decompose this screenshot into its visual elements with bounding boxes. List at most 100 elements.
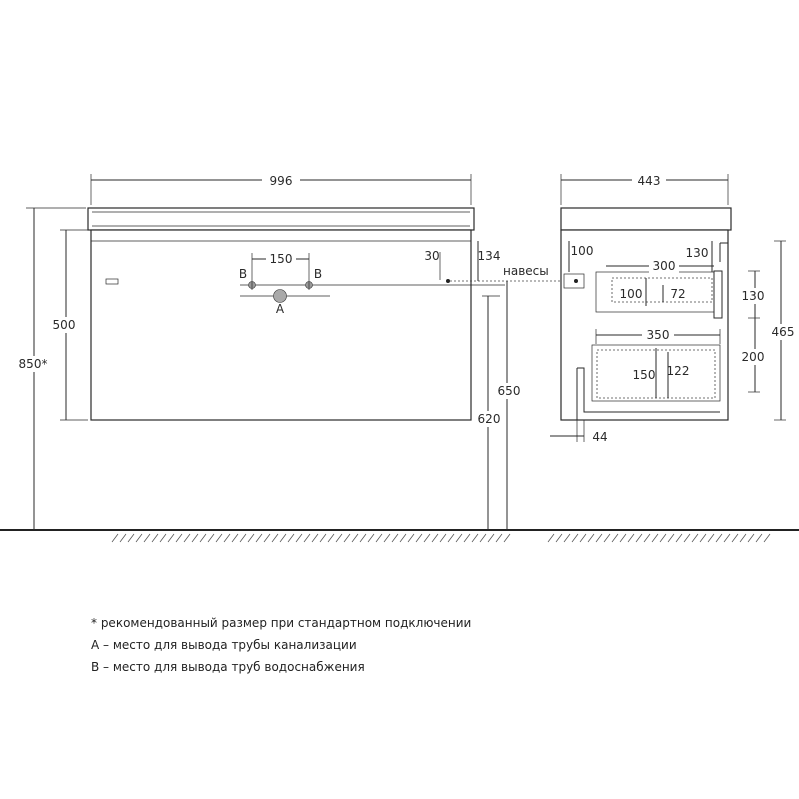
floor-hatch-stroke [763, 533, 771, 543]
floor-hatch-stroke [343, 533, 351, 543]
floor-hatch-stroke [603, 533, 611, 543]
front-countertop [87, 207, 475, 231]
floor-hatch-stroke [415, 533, 423, 543]
floor-hatch-stroke [167, 533, 175, 543]
floor-hatch-stroke [555, 533, 563, 543]
floor-hatch-stroke [391, 533, 399, 543]
dim-upper-drawer-inner: 72 [670, 287, 685, 301]
dim-upper-drawer-front: 130 [742, 289, 765, 303]
floor-hatch-stroke [311, 533, 319, 543]
front-view: 996 850* 500 150 B B A 30 134 навесы 650 [16, 172, 570, 530]
hinge-point-front [446, 279, 450, 283]
floor-hatch-stroke [359, 533, 367, 543]
floor-hatch-stroke [455, 533, 463, 543]
floor-hatch-stroke [699, 533, 707, 543]
floor-hatch-stroke [643, 533, 651, 543]
floor-hatch-stroke [215, 533, 223, 543]
label-hinges: навесы [503, 264, 549, 278]
dim-bottom-offset: 44 [592, 430, 607, 444]
dim-body-500: 500 [53, 318, 76, 332]
floor-hatch-stroke [327, 533, 335, 543]
floor-hatch-stroke [191, 533, 199, 543]
dim-upper-drawer-height: 100 [620, 287, 643, 301]
upper-drawer-front [713, 270, 723, 319]
floor-hatch-stroke [247, 533, 255, 543]
floor-hatch-stroke [223, 533, 231, 543]
floor-hatch-stroke [587, 533, 595, 543]
floor-hatch-stroke [755, 533, 763, 543]
dim-floor-to-hinge: 650 [498, 384, 521, 398]
lower-drawer [591, 344, 721, 402]
floor-hatch-stroke [295, 533, 303, 543]
dim-top-drop: 100 [571, 244, 594, 258]
floor-hatch-stroke [407, 533, 415, 543]
floor-hatch-stroke [159, 533, 167, 543]
floor-hatch-stroke [667, 533, 675, 543]
front-handle-mark [105, 278, 119, 285]
note-recommended: * рекомендованный размер при стандартном… [91, 616, 472, 630]
floor-hatch-stroke [231, 533, 239, 543]
floor-hatch-stroke [619, 533, 627, 543]
floor-hatch-stroke [659, 533, 667, 543]
dim-upper-drawer-depth: 300 [653, 259, 676, 273]
floor-hatch-stroke [707, 533, 715, 543]
floor-hatch-stroke [739, 533, 747, 543]
dim-lower-drawer-front: 200 [742, 350, 765, 364]
floor-hatch-stroke [447, 533, 455, 543]
floor-hatch-stroke [303, 533, 311, 543]
dim-lower-drawer-depth: 350 [647, 328, 670, 342]
floor-hatch-stroke [183, 533, 191, 543]
side-view: 443 100 130 300 100 72 130 350 150 [550, 172, 798, 444]
floor-hatch-stroke [151, 533, 159, 543]
floor-hatch-stroke [375, 533, 383, 543]
floor-hatch-stroke [439, 533, 447, 543]
legend-notes: * рекомендованный размер при стандартном… [91, 612, 471, 678]
dim-height-850: 850* [19, 357, 48, 371]
floor-hatch-stroke [207, 533, 215, 543]
floor-hatch-stroke [571, 533, 579, 543]
floor-hatch-stroke [423, 533, 431, 543]
dim-floor-to-bottom: 620 [478, 412, 501, 426]
floor-hatch-stroke [271, 533, 279, 543]
dim-rail-drop: 130 [686, 246, 709, 260]
dim-lower-drawer-inner: 122 [667, 364, 690, 378]
floor-hatch-stroke [135, 533, 143, 543]
floor-hatch-stroke [611, 533, 619, 543]
floor-hatch-stroke [255, 533, 263, 543]
floor-hatch-stroke [747, 533, 755, 543]
note-a-sewer: A – место для вывода трубы канализации [91, 638, 357, 652]
floor-hatch-stroke [367, 533, 375, 543]
dim-hinge-drop: 134 [478, 249, 501, 263]
floor-hatch-stroke [119, 533, 127, 543]
floor-hatch-stroke [487, 533, 495, 543]
dim-hinge-offset: 30 [424, 249, 439, 263]
side-countertop [560, 207, 732, 231]
floor-hatch-stroke [627, 533, 635, 543]
floor-hatch-stroke [563, 533, 571, 543]
floor-hatch-stroke [723, 533, 731, 543]
floor-hatch-stroke [547, 533, 555, 543]
floor-hatch-stroke [503, 533, 511, 543]
wall-bracket [563, 273, 585, 289]
floor-hatch-stroke [351, 533, 359, 543]
floor-hatch-stroke [111, 533, 119, 543]
dim-width-996: 996 [270, 174, 293, 188]
label-pipe-a: A [276, 302, 285, 316]
floor-hatch-stroke [143, 533, 151, 543]
floor-hatch-stroke [287, 533, 295, 543]
floor-hatch-stroke [683, 533, 691, 543]
dim-depth-443: 443 [638, 174, 661, 188]
dim-lower-drawer-height: 150 [633, 368, 656, 382]
side-cabinet-body [560, 229, 729, 421]
floor-hatch-left [111, 533, 511, 543]
pipe-a [273, 289, 287, 303]
floor-hatch-stroke [335, 533, 343, 543]
floor-hatch-stroke [495, 533, 503, 543]
label-pipe-b-left: B [239, 267, 247, 281]
note-b-water: B – место для вывода труб водоснабжения [91, 660, 365, 674]
floor-hatch-stroke [595, 533, 603, 543]
floor-hatch-stroke [399, 533, 407, 543]
floor-hatch-stroke [675, 533, 683, 543]
floor-hatch-stroke [383, 533, 391, 543]
